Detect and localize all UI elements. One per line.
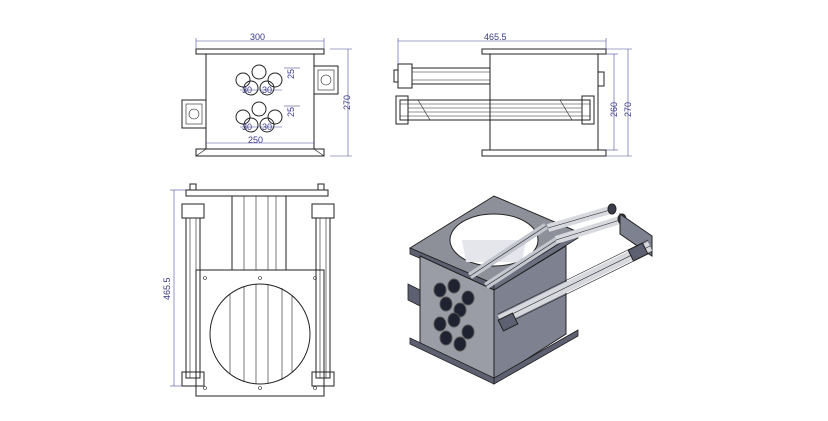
spacing-label-1: 25 xyxy=(286,69,296,79)
inlet-circle xyxy=(209,283,311,385)
side-view xyxy=(393,38,632,157)
isometric-view xyxy=(407,195,653,385)
top-length-label: 465.5 xyxy=(162,277,172,300)
side-height-label-b: 270 xyxy=(623,102,633,117)
top-view xyxy=(170,183,335,397)
front-plate xyxy=(195,269,325,397)
front-width-label: 300 xyxy=(250,32,265,42)
side-height-label-a: 260 xyxy=(609,102,619,117)
front-view xyxy=(181,38,352,157)
front-inner-width-label: 250 xyxy=(248,135,263,145)
lower-tube-row xyxy=(235,101,283,133)
upper-tube-row xyxy=(235,64,283,96)
pitch-label-2: 30 xyxy=(262,85,272,95)
pitch-label-1: 30 xyxy=(242,85,252,95)
side-length-label: 465.5 xyxy=(484,32,507,42)
spacing-label-2: 25 xyxy=(286,107,296,117)
right-bracket xyxy=(313,65,339,95)
pitch-label-4: 30 xyxy=(262,122,272,132)
front-height-label: 270 xyxy=(342,95,352,110)
pitch-label-3: 30 xyxy=(242,122,252,132)
left-bracket xyxy=(181,99,207,129)
iso-tube-ends xyxy=(433,278,475,352)
